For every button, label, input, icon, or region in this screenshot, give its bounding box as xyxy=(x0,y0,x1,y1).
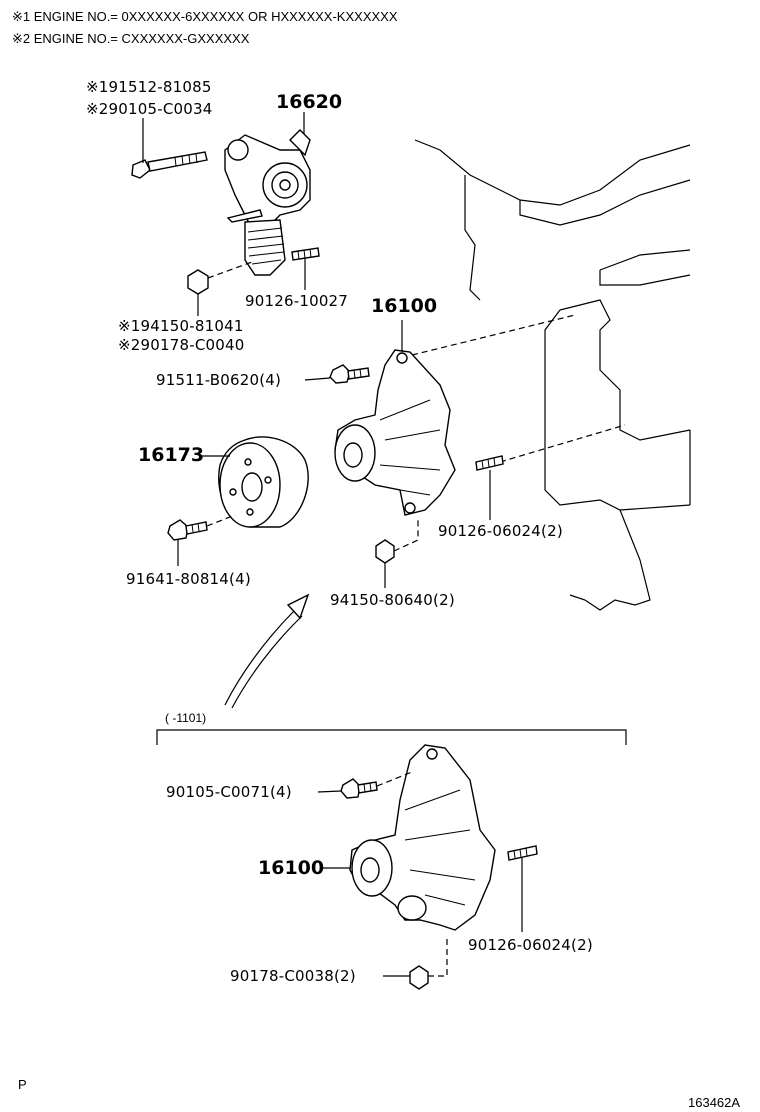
reference-arrow xyxy=(224,593,310,709)
label-pulley-bolt[interactable]: 91641-80814(4) xyxy=(126,570,251,588)
label-lower-pump-nut[interactable]: 90178-C0038(2) xyxy=(230,967,356,985)
tensioner-stud xyxy=(291,247,320,290)
lower-pump-nut xyxy=(383,935,448,990)
engine-block-outline xyxy=(414,139,691,611)
label-pump-nut[interactable]: 94150-80640(2) xyxy=(330,591,455,609)
label-water-pump-upper[interactable]: 16100 xyxy=(371,295,438,317)
engine-note-2: ※2 ENGINE NO.= CXXXXXX-GXXXXXX xyxy=(12,31,250,46)
label-lower-pump-stud[interactable]: 90126-06024(2) xyxy=(468,936,593,954)
tensioner-bolt xyxy=(131,151,208,179)
water-pump-upper xyxy=(334,314,626,516)
label-tensioner-stud[interactable]: 90126-10027 xyxy=(245,292,349,310)
figure-id: 163462A xyxy=(688,1095,741,1110)
label-lower-pump-bolt[interactable]: 90105-C0071(4) xyxy=(166,783,292,801)
label-pump-bolt[interactable]: 91511-B0620(4) xyxy=(156,371,282,389)
label-tensioner-nut-1[interactable]: ※194150-81041 xyxy=(118,317,244,335)
pump-bolt xyxy=(304,364,370,384)
label-pump-stud[interactable]: 90126-06024(2) xyxy=(438,522,563,540)
water-pump-lower xyxy=(349,744,496,931)
label-tensioner-nut-2[interactable]: ※290178-C0040 xyxy=(118,336,245,354)
lower-pump-stud xyxy=(507,845,538,932)
label-water-pump-lower[interactable]: 16100 xyxy=(258,857,325,879)
label-range: ( -1101) xyxy=(165,711,207,725)
label-tensioner-bolt-2[interactable]: ※290105-C0034 xyxy=(86,100,213,118)
pump-stud xyxy=(475,455,504,520)
pump-nut xyxy=(375,520,419,588)
label-tensioner-bolt-1[interactable]: ※191512-81085 xyxy=(86,78,212,96)
pulley-bolt xyxy=(167,514,236,566)
lower-pump-bolt xyxy=(317,771,413,799)
footer-code: P xyxy=(18,1077,27,1092)
tensioner-nut xyxy=(187,261,253,316)
range-bracket xyxy=(156,729,627,745)
engine-note-1: ※1 ENGINE NO.= 0XXXXXX-6XXXXXX OR HXXXXX… xyxy=(12,9,398,24)
label-pulley[interactable]: 16173 xyxy=(138,444,205,466)
belt-tensioner xyxy=(224,129,311,276)
label-tensioner[interactable]: 16620 xyxy=(276,91,343,113)
pulley xyxy=(200,436,309,528)
